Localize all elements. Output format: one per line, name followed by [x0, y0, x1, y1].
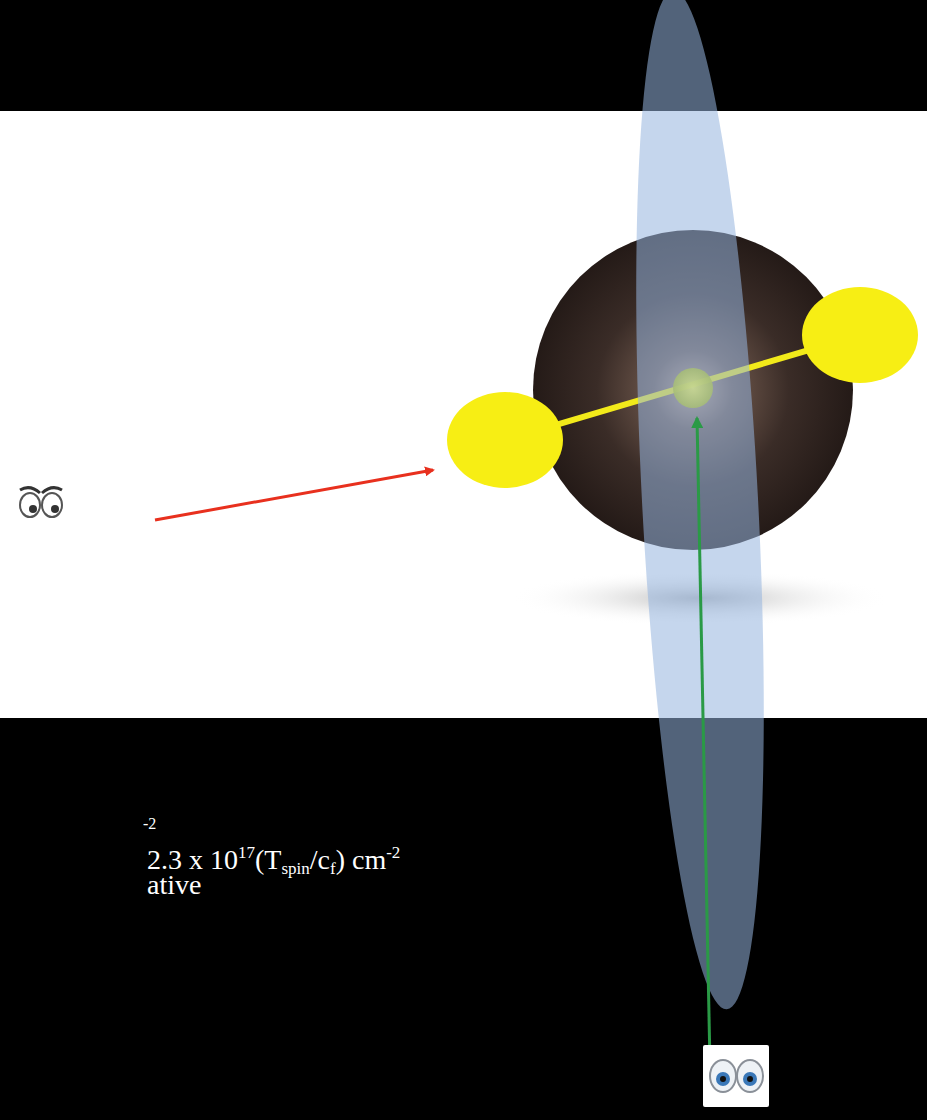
note-text: (T [255, 844, 281, 875]
sightline-arrow [155, 470, 433, 520]
note-text: -2 [143, 814, 156, 833]
white-panel [0, 111, 927, 718]
radio-lobe [447, 392, 563, 488]
note-text: /c [310, 844, 330, 875]
note-text: -2 [386, 843, 400, 862]
sightline-arrow [697, 418, 710, 1065]
radio-core [673, 368, 713, 408]
note-text: spin [281, 859, 309, 878]
eyes-icon [703, 1045, 769, 1107]
note-text: ) cm [336, 844, 387, 875]
note-text: ative [147, 868, 201, 902]
note-text: f [330, 859, 336, 878]
radio-lobe [802, 287, 918, 383]
eyes-icon [10, 470, 72, 530]
note-text: 17 [238, 843, 255, 862]
